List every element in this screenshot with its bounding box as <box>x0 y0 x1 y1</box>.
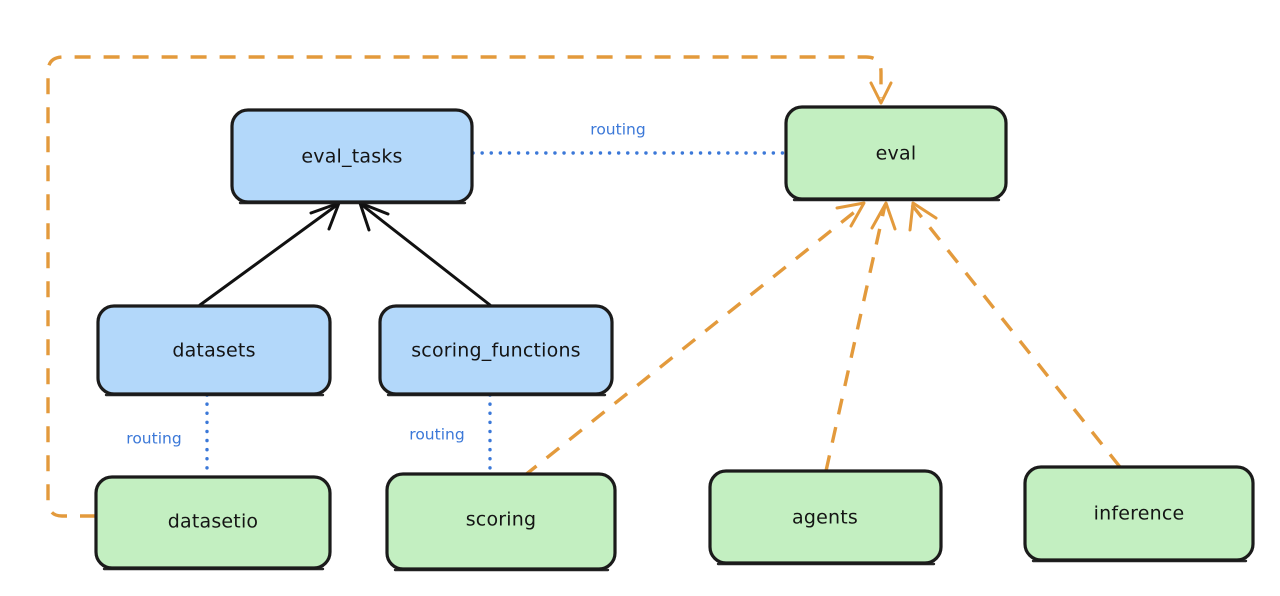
node-datasetio[interactable]: datasetio <box>94 475 332 571</box>
edge-label-routing-eval: routing <box>590 121 645 139</box>
solid-edges <box>198 201 492 307</box>
node-eval-box <box>784 105 1008 201</box>
edge-datasets-to-eval-tasks <box>198 203 339 307</box>
node-agents-label: agents <box>792 507 858 529</box>
dependency-edges <box>46 55 1122 518</box>
node-eval-tasks[interactable]: eval_tasks <box>230 108 474 205</box>
nodes: eval_tasks eval datasets scoring_functio… <box>94 105 1255 572</box>
edge-agents-to-eval <box>824 204 887 472</box>
arrow-head-agents-to-eval <box>870 201 897 231</box>
arrow-head-inference-to-eval <box>908 201 938 232</box>
node-datasets[interactable]: datasets <box>96 304 332 397</box>
edge-datasetio-to-eval <box>46 55 883 518</box>
node-agents[interactable]: agents <box>708 469 943 566</box>
edge-scoring-to-eval <box>522 204 864 478</box>
edge-scoring-functions-to-eval-tasks <box>360 203 492 307</box>
node-inference-label: inference <box>1094 503 1185 525</box>
node-datasetio-label: datasetio <box>168 511 259 533</box>
node-scoring-box <box>385 472 617 571</box>
node-datasets-label: datasets <box>172 340 255 362</box>
node-scoring-functions[interactable]: scoring_functions <box>378 304 614 397</box>
node-scoring-label: scoring <box>466 509 537 531</box>
node-agents-box <box>708 469 943 565</box>
node-scoring-functions-box <box>378 304 614 396</box>
node-eval[interactable]: eval <box>784 105 1008 202</box>
edge-label-routing-scoring: routing <box>409 426 464 444</box>
edge-labels: routing routing routing <box>126 121 645 448</box>
node-scoring-functions-label: scoring_functions <box>411 340 581 362</box>
edge-inference-to-eval <box>910 203 1122 469</box>
edge-label-routing-datasetio: routing <box>126 430 181 448</box>
node-eval-tasks-box <box>230 108 474 204</box>
node-datasets-box <box>96 304 332 396</box>
node-scoring[interactable]: scoring <box>385 472 617 572</box>
arrow-head-datasetio-to-eval <box>869 81 893 105</box>
node-inference[interactable]: inference <box>1023 465 1255 563</box>
node-eval-tasks-label: eval_tasks <box>301 146 402 168</box>
node-datasetio-box <box>94 475 332 570</box>
node-inference-box <box>1023 465 1255 562</box>
arrow-head-scoring-to-eval <box>835 201 866 228</box>
routing-edges <box>205 151 787 478</box>
node-eval-label: eval <box>876 143 917 165</box>
